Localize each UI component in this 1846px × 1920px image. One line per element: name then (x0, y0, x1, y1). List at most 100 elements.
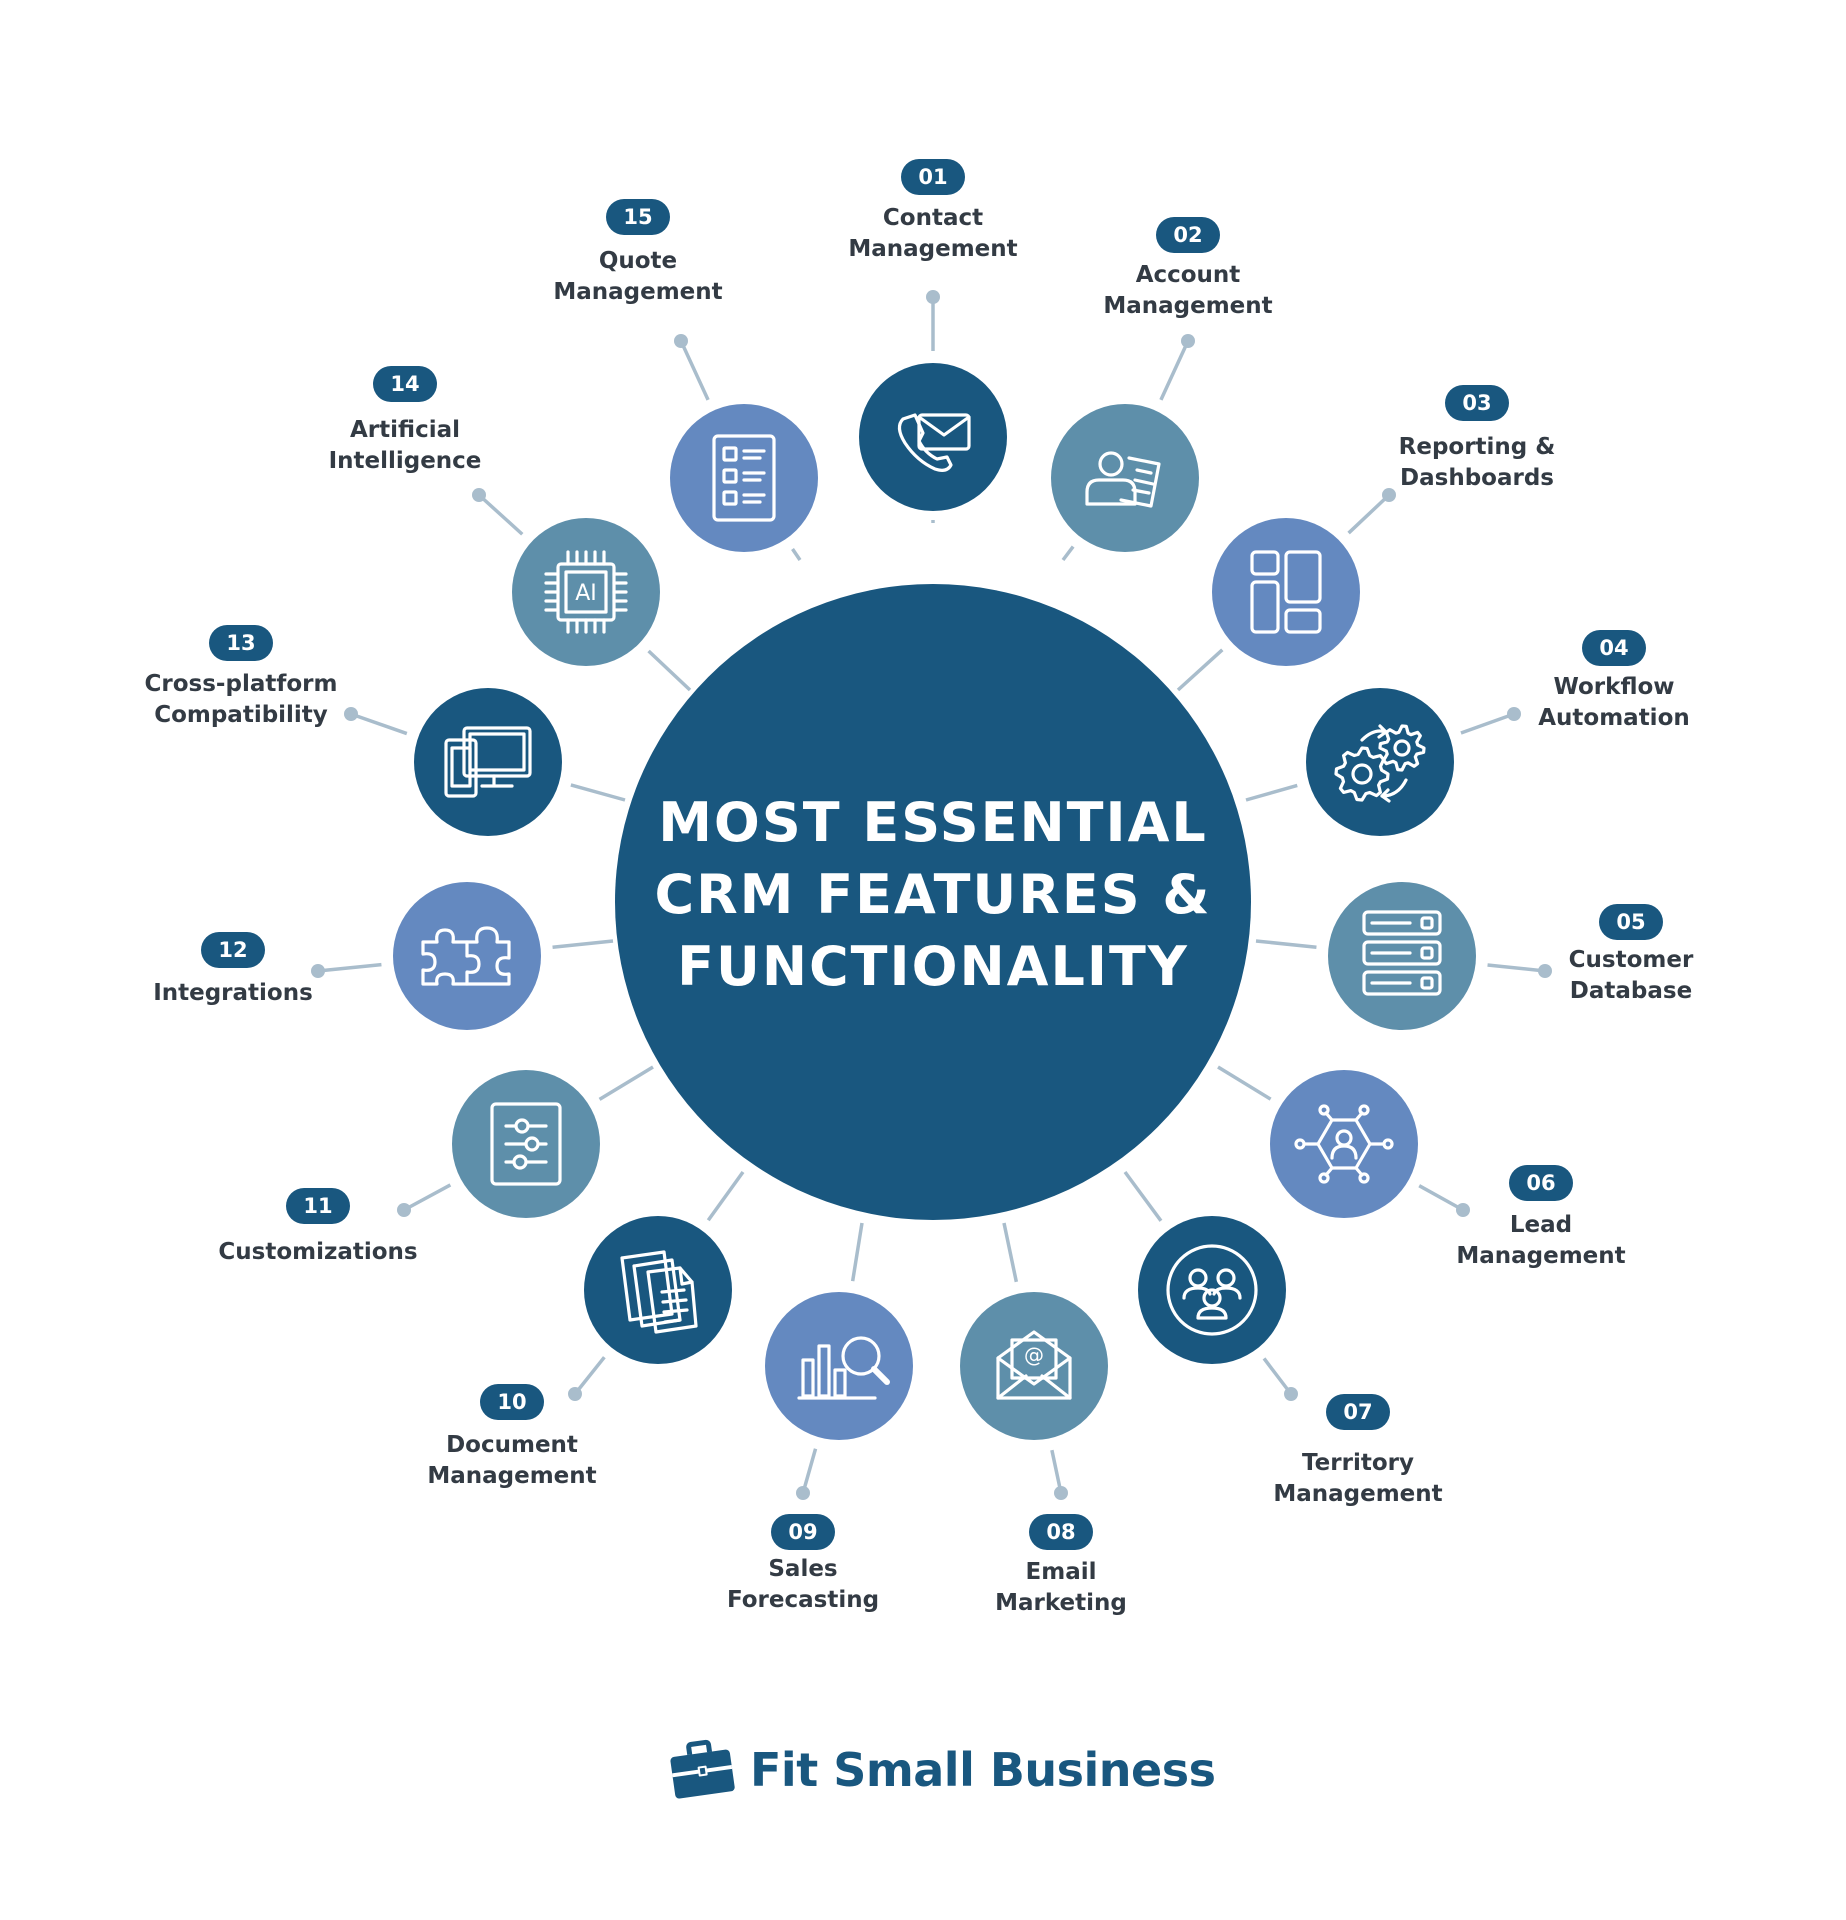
connector-dot (926, 290, 940, 304)
feature-label-line: Workflow (1553, 674, 1675, 700)
feature-node-12 (393, 882, 541, 1030)
feature-node-circle (960, 1292, 1108, 1440)
feature-node-08: @ (960, 1292, 1108, 1440)
feature-label-line: Email (1025, 1559, 1097, 1585)
feature-label-line: Management (1103, 293, 1273, 319)
chart-search-icon (797, 1336, 890, 1400)
feature-node-07 (1138, 1216, 1286, 1364)
feature-label-line: Contact (882, 205, 984, 231)
feature-node-04 (1306, 688, 1454, 836)
connector-outer (1159, 340, 1190, 401)
connector-dot (1181, 334, 1195, 348)
feature-node-10 (584, 1216, 732, 1364)
feature-number-badge: 02 (1156, 217, 1220, 253)
connector-outer (1262, 1357, 1293, 1396)
feature-label-line: Territory (1302, 1450, 1414, 1476)
sliders-icon (490, 1102, 562, 1186)
feature-label: Reporting & Dashboards (1357, 432, 1597, 494)
account-management-icon (1085, 451, 1161, 508)
connector-outer (573, 1356, 606, 1396)
email-icon: @ (996, 1330, 1072, 1400)
feature-label-line: Database (1569, 978, 1693, 1004)
connector-outer (1418, 1184, 1464, 1212)
feature-number-badge: 04 (1582, 630, 1646, 666)
feature-node-03 (1212, 518, 1360, 666)
connector-inner (706, 1170, 745, 1222)
connector-dot (568, 1387, 582, 1401)
team-icon (1166, 1244, 1258, 1336)
feature-label-line: Account (1135, 262, 1241, 288)
svg-text:AI: AI (575, 581, 597, 606)
feature-node-circle (1328, 882, 1476, 1030)
feature-label-line: Reporting & (1398, 434, 1556, 460)
feature-number-badge: 14 (373, 366, 437, 402)
contact-management-icon (897, 413, 971, 472)
feature-label-line: Management (848, 236, 1018, 262)
feature-node-11 (452, 1070, 600, 1218)
feature-label-line: Compatibility (154, 702, 328, 728)
feature-label-line: Automation (1538, 705, 1690, 731)
connector-inner (850, 1222, 864, 1282)
feature-label-line: Management (427, 1463, 597, 1489)
feature-label-line: Marketing (995, 1590, 1127, 1616)
connector-outer (1347, 493, 1391, 535)
hub-title-line-3: FUNCTIONALITY (677, 935, 1189, 998)
feature-node-circle (512, 518, 660, 666)
connector-dot (796, 1486, 810, 1500)
connector-inner (647, 649, 692, 692)
feature-number-badge: 05 (1599, 904, 1663, 940)
connector-dot (1382, 488, 1396, 502)
connector-dot (472, 488, 486, 502)
hub-circle (615, 584, 1251, 1220)
connector-outer (477, 493, 524, 536)
feature-node-circle (1051, 404, 1199, 552)
feature-label-line: Integrations (153, 980, 313, 1006)
feature-number-badge: 07 (1326, 1394, 1390, 1430)
feature-node-01 (859, 363, 1007, 511)
connector-inner (1002, 1222, 1019, 1283)
feature-label-line: Forecasting (726, 1587, 880, 1613)
feature-label-line: Management (1273, 1481, 1443, 1507)
connector-outer (1487, 963, 1546, 973)
feature-node-09 (765, 1292, 913, 1440)
documents-icon (620, 1250, 698, 1334)
feature-node-05 (1328, 882, 1476, 1030)
dashboard-icon (1250, 550, 1322, 634)
feature-node-circle (670, 404, 818, 552)
feature-node-06 (1270, 1070, 1418, 1218)
feature-node-circle (859, 363, 1007, 511)
gears-icon (1334, 724, 1426, 803)
lead-network-icon (1294, 1104, 1394, 1184)
feature-label-line: Customizations (218, 1239, 418, 1265)
connector-outer (317, 962, 382, 973)
connector-dot (311, 964, 325, 978)
feature-label-line: Dashboards (1400, 465, 1554, 491)
ai-chip-icon: AI (544, 550, 628, 634)
quote-list-icon (712, 434, 776, 522)
hub-title-line-2: CRM FEATURES & (654, 863, 1212, 926)
connector-inner (1123, 1170, 1163, 1222)
connector-inner (1176, 648, 1224, 692)
feature-number-badge: 01 (901, 159, 965, 195)
connector-inner (1217, 1065, 1272, 1101)
feature-label-line: Sales (768, 1556, 838, 1582)
connector-inner (1245, 783, 1298, 802)
feature-node-13 (414, 688, 562, 836)
feature-number-badge: 03 (1445, 385, 1509, 421)
feature-label-line: Intelligence (328, 448, 482, 474)
connector-dot (397, 1203, 411, 1217)
hub-title-line-1: MOST ESSENTIAL (658, 791, 1208, 854)
feature-number-badge: 10 (480, 1384, 544, 1420)
connector-dot (1507, 707, 1521, 721)
connector-outer (1460, 712, 1515, 735)
